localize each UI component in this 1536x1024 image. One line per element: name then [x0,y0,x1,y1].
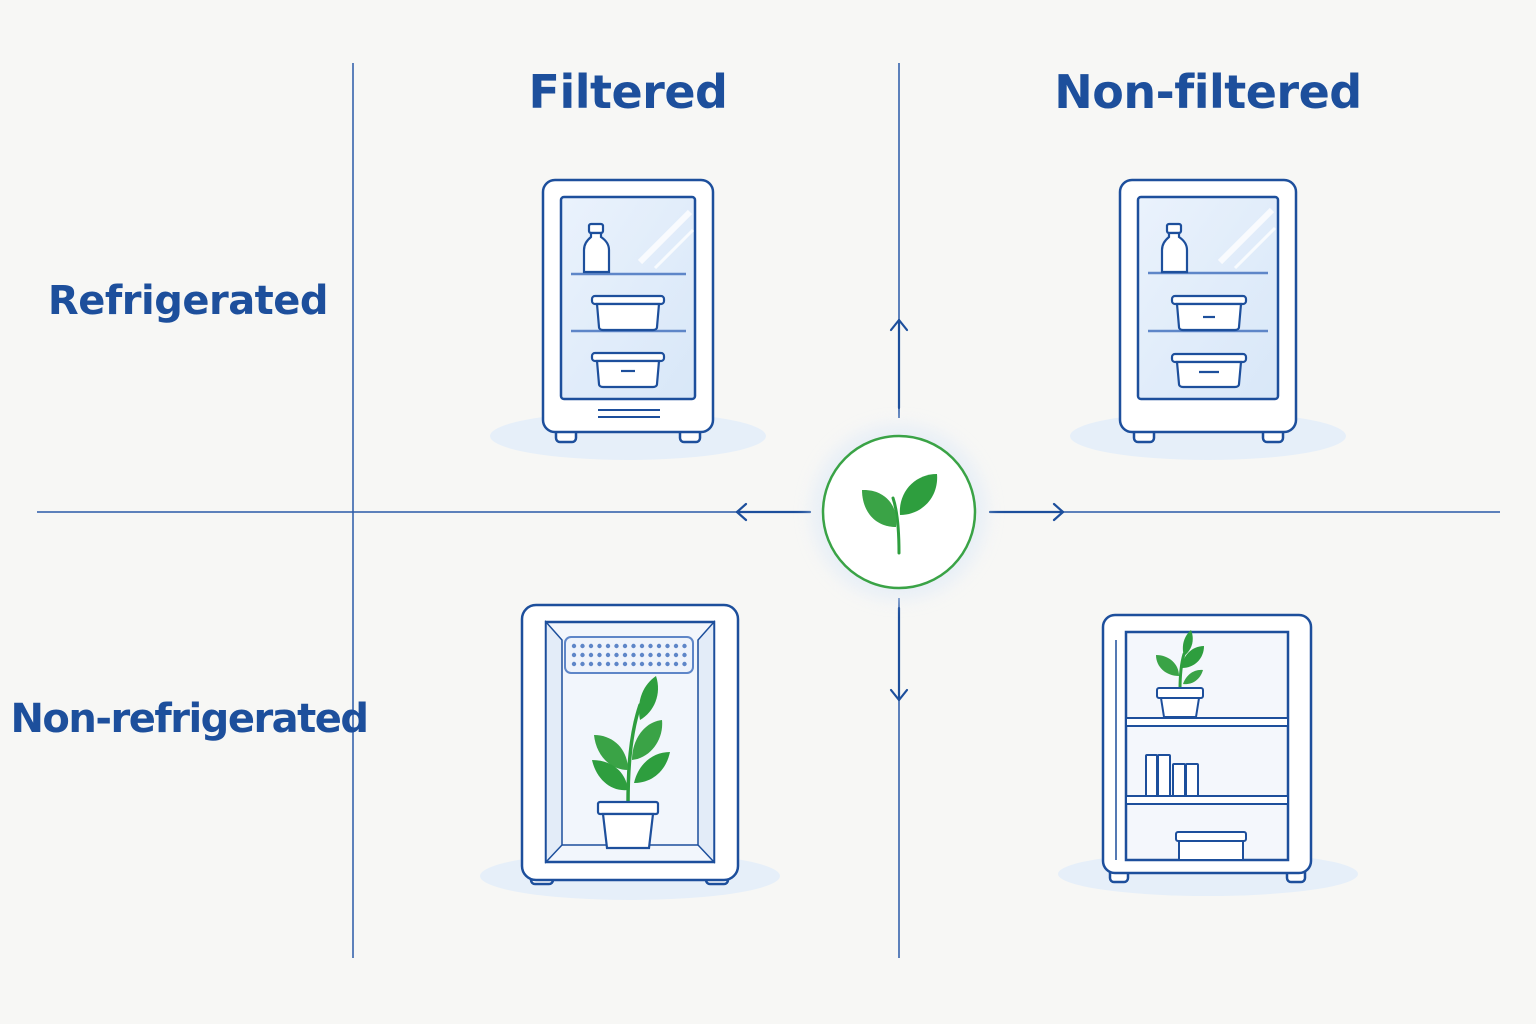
air-filter-vent [564,636,694,674]
row-header-refrigerated: Refrigerated [47,278,329,324]
column-header-filtered: Filtered [528,65,728,119]
center-leaf-badge [811,424,987,600]
food-container-icon [590,294,666,332]
column-header-non-filtered: Non-filtered [1054,65,1362,119]
row-header-non-refrigerated: Non-refrigerated [10,696,369,742]
arrow-up-icon [889,318,909,410]
potted-plant-icon [1156,630,1204,718]
filtered-nonrefrigerated-cabinet [480,603,780,900]
filtered-refrigerated-fridge [490,178,766,460]
bottle-icon [1160,222,1189,274]
food-container-icon [590,351,666,389]
nonfiltered-refrigerated-fridge [1070,178,1346,460]
axis-arrows [735,318,1065,702]
potted-plant-icon [592,676,670,850]
arrow-left-icon [735,502,812,522]
food-container-icon [1170,352,1248,389]
leaf-icon [862,474,938,555]
arrow-down-icon [889,606,909,702]
arrow-right-icon [988,502,1065,522]
food-container-icon [1170,294,1248,332]
bottle-icon [582,222,611,274]
nonfiltered-nonrefrigerated-shelf [1058,613,1358,896]
storage-box-icon [1175,831,1247,861]
books-icon [1145,754,1199,797]
